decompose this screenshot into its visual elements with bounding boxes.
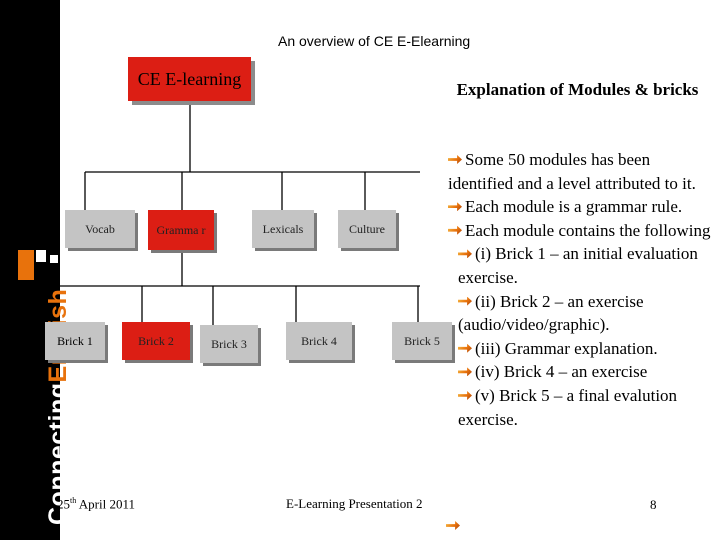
diagram-node-brick-1: Brick 1 (45, 322, 105, 360)
list-item: (iii) Grammar explanation. (430, 337, 716, 361)
list-item-text: (iv) Brick 4 – an exercise (475, 362, 648, 382)
list-item-text: (ii) Brick 2 – an exercise (audio/video/… (458, 291, 644, 335)
explanation-list: Some 50 modules has been identified and … (430, 148, 716, 431)
list-item-text: Each module is a grammar rule. (465, 197, 683, 217)
arrow-bullet-icon (448, 225, 462, 235)
diagram-node-vocab: Vocab (65, 210, 135, 248)
arrow-bullet-icon (458, 249, 472, 259)
diagram-node-brick-4: Brick 4 (286, 322, 352, 360)
list-item: Each module is a grammar rule. (430, 195, 716, 219)
list-item: (iv) Brick 4 – an exercise (430, 360, 716, 384)
arrow-bullet-icon (446, 521, 460, 530)
brand-mark-dot-icon (50, 255, 58, 263)
arrow-bullet-icon (458, 343, 472, 353)
arrow-bullet-icon (448, 155, 462, 164)
brand-mark-dot-icon (36, 250, 46, 262)
explanation-heading: Explanation of Modules & bricks (456, 80, 699, 99)
arrow-bullet-icon (448, 202, 462, 212)
arrow-bullet-icon (458, 296, 472, 306)
footer-date-rest: April 2011 (76, 496, 135, 512)
list-item-text: (iii) Grammar explanation. (475, 338, 658, 358)
diagram-node-culture: Culture (338, 210, 396, 248)
footer-date-suffix: th (70, 496, 77, 505)
diagram-node-root: CE E-learning (128, 57, 251, 101)
diagram-node-brick-2: Brick 2 (122, 322, 190, 360)
footer-date: 25th April 2011 (57, 496, 135, 512)
diagram-node-brick-5: Brick 5 (392, 322, 452, 360)
brand-sidebar: ConnectingEnglish (0, 0, 72, 540)
list-item: Some 50 modules has been identified and … (430, 148, 716, 195)
list-item: Each module contains the following (430, 219, 716, 243)
list-item-text: Some 50 modules has been identified and … (448, 150, 696, 193)
diagram-node-brick-3: Brick 3 (200, 325, 258, 363)
list-item: (v) Brick 5 – a final evalution exercise… (430, 384, 716, 431)
footer-presentation-title: E-Learning Presentation 2 (286, 496, 423, 511)
arrow-bullet-icon (458, 390, 472, 400)
arrow-bullet-icon (458, 367, 472, 377)
list-item: (ii) Brick 2 – an exercise (audio/video/… (430, 290, 716, 337)
list-item: (i) Brick 1 – an initial evaluation exer… (430, 242, 716, 289)
list-item-text: Each module contains the following (465, 220, 711, 240)
brand-mark-icon (18, 250, 34, 280)
footer-date-day: 25 (57, 496, 70, 512)
diagram-node-grammar: Gramma r (148, 210, 214, 250)
page-number: 8 (650, 497, 657, 512)
page-title: An overview of CE E-Elearning (278, 33, 471, 49)
list-item-text: (v) Brick 5 – a final evalution exercise… (458, 385, 678, 429)
list-item-text: (i) Brick 1 – an initial evaluation exer… (458, 244, 698, 287)
diagram-node-lexicals: Lexicals (252, 210, 314, 248)
